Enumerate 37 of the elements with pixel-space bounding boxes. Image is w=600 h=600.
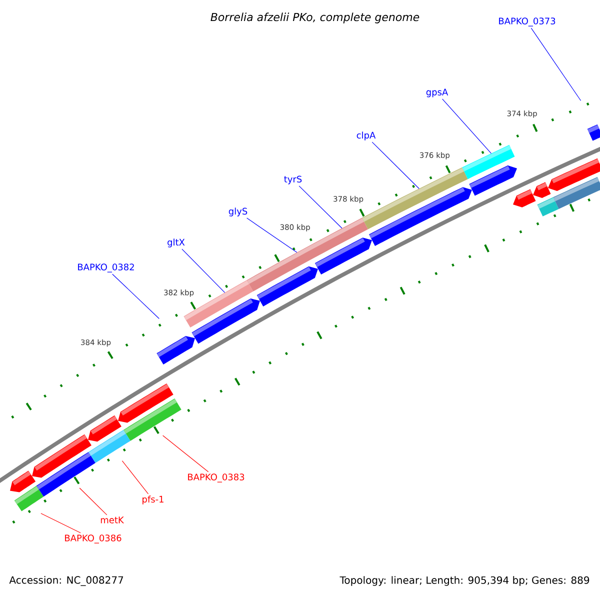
leader-line	[162, 435, 209, 472]
leader-line	[298, 186, 342, 229]
gene-feature	[533, 182, 551, 198]
gene-label: tyrS	[284, 176, 302, 184]
gene-label: BAPKO_0383	[188, 474, 244, 482]
gene-label: BAPKO_0386	[65, 534, 122, 544]
leader-line	[442, 98, 492, 154]
gene-feature	[36, 452, 96, 497]
leader-line	[182, 248, 226, 293]
gene-label: clpA	[356, 132, 376, 140]
gene-feature	[513, 189, 536, 208]
leader-line	[246, 218, 298, 253]
leader-line	[122, 460, 149, 494]
gene-label: gltX	[168, 238, 185, 248]
leader-line	[40, 513, 81, 534]
gene-feature	[362, 167, 468, 230]
gene-label: metK	[100, 516, 124, 524]
gene-feature	[156, 336, 195, 364]
gene-feature	[14, 486, 44, 512]
gene-feature	[553, 177, 600, 209]
title: Borrelia afzelii PKo, complete genome	[210, 12, 420, 24]
gene-feature	[246, 218, 368, 292]
gene-feature	[88, 430, 130, 463]
leader-line	[372, 142, 420, 189]
leader-line	[112, 274, 160, 319]
leader-line	[530, 28, 582, 101]
gene-label: BAPKO_0373	[499, 18, 556, 26]
footer-text: Topology: linear; Length: 905,394 bp; Genes: 889	[340, 576, 590, 586]
gene-label: glyS	[228, 208, 248, 216]
leader-line	[79, 488, 108, 516]
gene-feature	[462, 144, 515, 180]
gene-feature	[124, 398, 182, 441]
gene-label: pfs-1	[142, 496, 164, 504]
gene-feature	[587, 124, 600, 141]
gene-label: gpsA	[426, 88, 448, 98]
gene-label: BAPKO_0382	[78, 264, 134, 272]
footer-text: Accession: NC_008277	[9, 576, 124, 586]
